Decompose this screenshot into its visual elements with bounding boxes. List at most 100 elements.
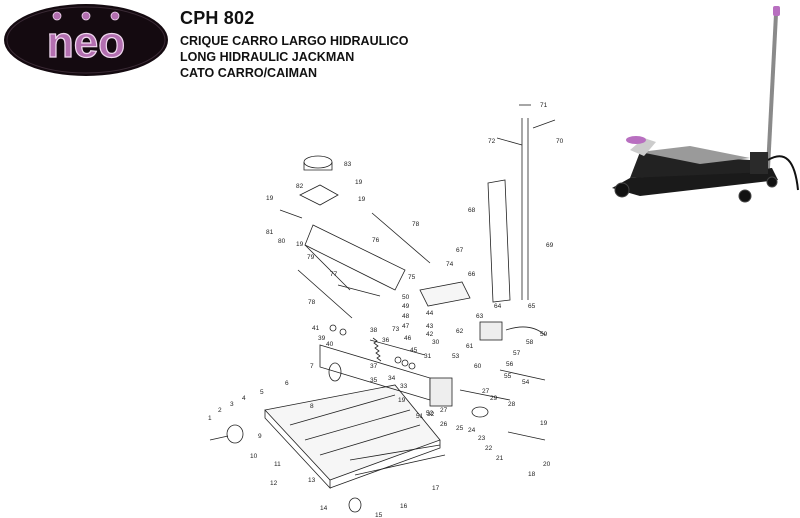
logo-oval xyxy=(4,4,168,76)
part-label: 16 xyxy=(400,503,408,510)
part-label: 65 xyxy=(528,303,536,310)
part-label: 57 xyxy=(513,350,521,357)
part-label: 3 xyxy=(230,401,234,408)
neo-logo: neo xyxy=(4,4,168,76)
description-line-3: CATO CARRO/CAIMAN xyxy=(180,66,318,80)
part-label: 37 xyxy=(370,363,378,370)
part-label: 56 xyxy=(506,361,514,368)
part-label: 64 xyxy=(494,303,502,310)
part-label: 67 xyxy=(456,247,464,254)
part-label: 14 xyxy=(320,505,328,512)
handle-bar xyxy=(766,13,778,169)
part-label: 27 xyxy=(482,388,490,395)
part-label: 5 xyxy=(260,389,264,396)
part-label: 69 xyxy=(546,242,554,249)
part-label: 33 xyxy=(400,383,408,390)
part-label: 35 xyxy=(370,377,378,384)
part-label: 20 xyxy=(543,461,551,468)
part-label: 19 xyxy=(355,179,363,186)
description-line-1: CRIQUE CARRO LARGO HIDRAULICO xyxy=(180,34,409,48)
part-label: 71 xyxy=(540,102,548,109)
part-label: 51 xyxy=(416,413,424,420)
product-photo xyxy=(612,6,799,203)
part-label: 8 xyxy=(310,403,314,410)
part-label: 9 xyxy=(258,433,262,440)
part-label: 73 xyxy=(392,326,400,333)
header: CPH 802 CRIQUE CARRO LARGO HIDRAULICO LO… xyxy=(180,8,408,81)
part-label: 80 xyxy=(278,238,286,245)
part-label: 79 xyxy=(307,254,315,261)
part-label: 48 xyxy=(402,313,410,320)
part-label: 39 xyxy=(318,335,326,342)
part-label: 17 xyxy=(432,485,440,492)
part-label: 76 xyxy=(372,237,380,244)
part-label: 19 xyxy=(296,241,304,248)
part-label: 54 xyxy=(522,379,530,386)
part-label: 82 xyxy=(296,183,304,190)
part-label: 32 xyxy=(427,411,435,418)
part-label: 62 xyxy=(456,328,464,335)
part-label: 26 xyxy=(440,421,448,428)
part-label: 55 xyxy=(504,373,512,380)
part-label: 63 xyxy=(476,313,484,320)
part-label: 59 xyxy=(540,331,548,338)
part-label: 29 xyxy=(490,395,498,402)
part-label: 45 xyxy=(410,347,418,354)
part-label: 11 xyxy=(274,461,281,468)
part-label: 36 xyxy=(382,337,390,344)
part-label: 12 xyxy=(270,480,278,487)
description-line-2: LONG HIDRAULIC JACKMAN xyxy=(180,50,355,64)
part-label: 19 xyxy=(266,195,274,202)
part-label: 40 xyxy=(326,341,334,348)
part-label: 25 xyxy=(456,425,464,432)
part-label: 78 xyxy=(412,221,420,228)
part-label: 6 xyxy=(285,380,289,387)
part-label: 68 xyxy=(468,207,476,214)
part-label: 47 xyxy=(402,323,410,330)
part-label: 2 xyxy=(218,407,222,414)
part-label: 78 xyxy=(308,299,316,306)
part-label: 74 xyxy=(446,261,454,268)
part-label: 75 xyxy=(408,274,416,281)
model-title: CPH 802 xyxy=(180,8,255,28)
part-label: 4 xyxy=(242,395,246,402)
part-label: 50 xyxy=(402,294,410,301)
part-label: 19 xyxy=(398,397,406,404)
part-label: 44 xyxy=(426,310,434,317)
part-label: 43 xyxy=(426,323,434,330)
handle-tip xyxy=(773,6,780,16)
part-label: 15 xyxy=(375,512,383,518)
part-label: 27 xyxy=(440,407,448,414)
part-label: 38 xyxy=(370,327,378,334)
part-label: 60 xyxy=(474,363,482,370)
saddle xyxy=(626,136,646,144)
part-label: 18 xyxy=(528,471,536,478)
part-label: 34 xyxy=(388,375,396,382)
part-label: 46 xyxy=(404,335,412,342)
part-label: 72 xyxy=(488,138,496,145)
part-label: 28 xyxy=(508,401,516,408)
part-label: 41 xyxy=(312,325,320,332)
part-label: 31 xyxy=(424,353,432,360)
part-label: 13 xyxy=(308,477,316,484)
part-label: 83 xyxy=(344,161,352,168)
part-label: 58 xyxy=(526,339,534,346)
part-label: 66 xyxy=(468,271,476,278)
jack-chassis xyxy=(612,168,778,196)
logo-text: neo xyxy=(47,18,125,67)
part-label: 81 xyxy=(266,229,274,236)
part-label: 24 xyxy=(468,427,476,434)
part-label: 21 xyxy=(496,455,504,462)
part-label: 61 xyxy=(466,343,474,350)
part-label: 23 xyxy=(478,435,486,442)
part-label: 7 xyxy=(310,363,314,370)
part-label: 53 xyxy=(452,353,460,360)
part-labels: 1 2 3 4 5 6 7 8 9 10 11 12 13 14 15 16 1… xyxy=(208,102,564,518)
part-label: 77 xyxy=(330,271,338,278)
part-label: 19 xyxy=(358,196,366,203)
part-label: 22 xyxy=(485,445,493,452)
part-label: 42 xyxy=(426,331,434,338)
part-label: 19 xyxy=(540,420,548,427)
part-label: 30 xyxy=(432,339,440,346)
